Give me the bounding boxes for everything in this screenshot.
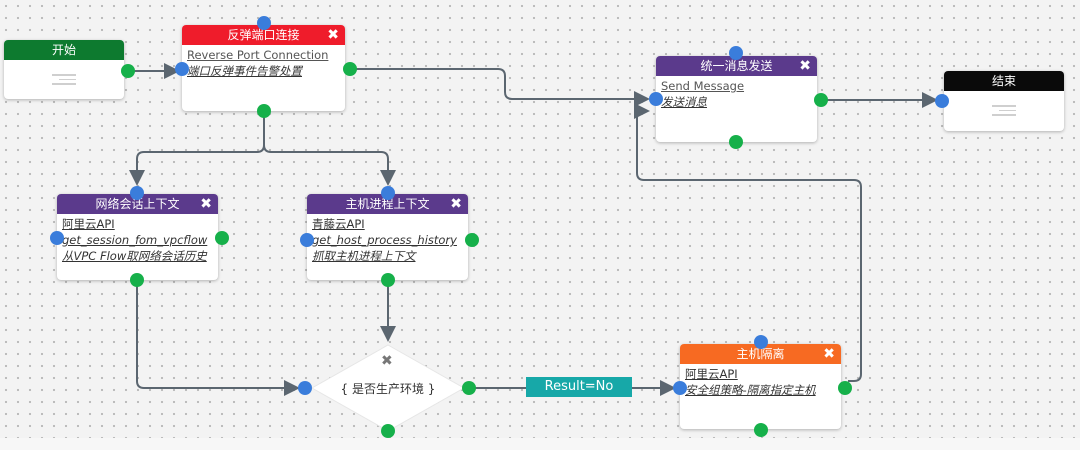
- node-title: 主机隔离: [736, 347, 785, 361]
- end-input-port[interactable]: [935, 94, 949, 108]
- node-title: 主机进程上下文: [345, 197, 430, 211]
- node-header: 统一消息发送 ✖: [656, 56, 817, 76]
- node-header: 主机隔离 ✖: [680, 344, 841, 364]
- node-header: 网络会话上下文 ✖: [57, 194, 218, 214]
- isolation-top-port[interactable]: [754, 335, 768, 349]
- host-top-port[interactable]: [381, 186, 395, 200]
- network-top-port[interactable]: [130, 186, 144, 200]
- node-subtitle[interactable]: 发送消息: [661, 95, 707, 109]
- send-message-node[interactable]: 统一消息发送 ✖ Send Message 发送消息: [656, 56, 817, 142]
- reverse-input-port[interactable]: [175, 62, 189, 76]
- node-subtitle[interactable]: 安全组策略-隔离指定主机: [685, 383, 816, 397]
- host-process-node[interactable]: 主机进程上下文 ✖ 青藤云API get_host_process_histor…: [307, 194, 468, 280]
- node-header: 主机进程上下文 ✖: [307, 194, 468, 214]
- close-icon[interactable]: ✖: [450, 196, 462, 212]
- node-title: 结束: [991, 74, 1016, 88]
- host-input-port[interactable]: [300, 233, 314, 247]
- node-title: 网络会话上下文: [95, 197, 180, 211]
- send-output-port[interactable]: [814, 93, 828, 107]
- node-title: 统一消息发送: [700, 59, 773, 73]
- isolation-input-port[interactable]: [673, 381, 687, 395]
- host-isolation-node[interactable]: 主机隔离 ✖ 阿里云API 安全组策略-隔离指定主机: [680, 344, 841, 429]
- network-bottom-port[interactable]: [130, 273, 144, 287]
- node-title: 反弹端口连接: [227, 28, 300, 42]
- node-function[interactable]: get_host_process_history: [312, 233, 457, 247]
- node-api[interactable]: 阿里云API: [685, 367, 738, 381]
- node-api[interactable]: 青藤云API: [312, 217, 365, 231]
- start-output-port[interactable]: [121, 64, 135, 78]
- node-api[interactable]: 阿里云API: [62, 217, 115, 231]
- edge-isolation-to-send[interactable]: [634, 103, 862, 382]
- node-subtitle[interactable]: 从VPC Flow取网络会话历史: [62, 249, 207, 263]
- start-node[interactable]: 开始: [4, 40, 124, 99]
- placeholder-lines-icon: [992, 105, 1016, 119]
- reverse-output-port[interactable]: [343, 62, 357, 76]
- decision-output-port[interactable]: [462, 381, 476, 395]
- node-title: 开始: [51, 43, 76, 57]
- close-icon[interactable]: ✖: [200, 196, 212, 212]
- reverse-bottom-port[interactable]: [257, 104, 271, 118]
- isolation-bottom-port[interactable]: [754, 423, 768, 437]
- close-icon[interactable]: ✖: [799, 58, 811, 74]
- condition-label[interactable]: Result=No: [526, 377, 632, 397]
- reverse-port-node[interactable]: 反弹端口连接 ✖ Reverse Port Connection 端口反弹事件告…: [182, 25, 345, 111]
- decision-bottom-port[interactable]: [381, 424, 395, 438]
- send-top-port[interactable]: [729, 46, 743, 60]
- node-header: 反弹端口连接 ✖: [182, 25, 345, 45]
- send-input-port[interactable]: [649, 92, 663, 106]
- host-output-port[interactable]: [465, 233, 479, 247]
- node-en-title[interactable]: Reverse Port Connection: [187, 48, 329, 62]
- network-input-port[interactable]: [50, 231, 64, 245]
- network-context-node[interactable]: 网络会话上下文 ✖ 阿里云API get_session_fom_vpcflow…: [57, 194, 218, 280]
- placeholder-lines-icon: [52, 74, 76, 88]
- decision-input-port[interactable]: [298, 381, 312, 395]
- node-header: 开始: [4, 40, 124, 60]
- node-header: 结束: [944, 71, 1064, 91]
- host-bottom-port[interactable]: [381, 273, 395, 287]
- node-en-title[interactable]: Send Message: [661, 79, 745, 93]
- edge-reverse-to-network[interactable]: [129, 113, 265, 186]
- end-node[interactable]: 结束: [944, 71, 1064, 131]
- node-subtitle[interactable]: 抓取主机进程上下文: [312, 249, 416, 263]
- network-output-port[interactable]: [215, 231, 229, 245]
- send-bottom-port[interactable]: [729, 135, 743, 149]
- isolation-output-port[interactable]: [838, 381, 852, 395]
- edge-network-to-decision[interactable]: [136, 284, 300, 396]
- close-icon[interactable]: ✖: [327, 27, 339, 43]
- edge-reverse-to-host[interactable]: [263, 144, 396, 186]
- decision-label: { 是否生产环境 }: [340, 382, 436, 396]
- reverse-top-port[interactable]: [257, 16, 271, 30]
- canvas-bottom-strip: [0, 438, 1080, 450]
- node-function[interactable]: get_session_fom_vpcflow: [62, 233, 208, 247]
- decision-close-icon[interactable]: ✖: [381, 353, 393, 369]
- close-icon[interactable]: ✖: [823, 346, 835, 362]
- edge-reverse-to-send[interactable]: [350, 68, 650, 107]
- node-subtitle[interactable]: 端口反弹事件告警处置: [187, 64, 302, 78]
